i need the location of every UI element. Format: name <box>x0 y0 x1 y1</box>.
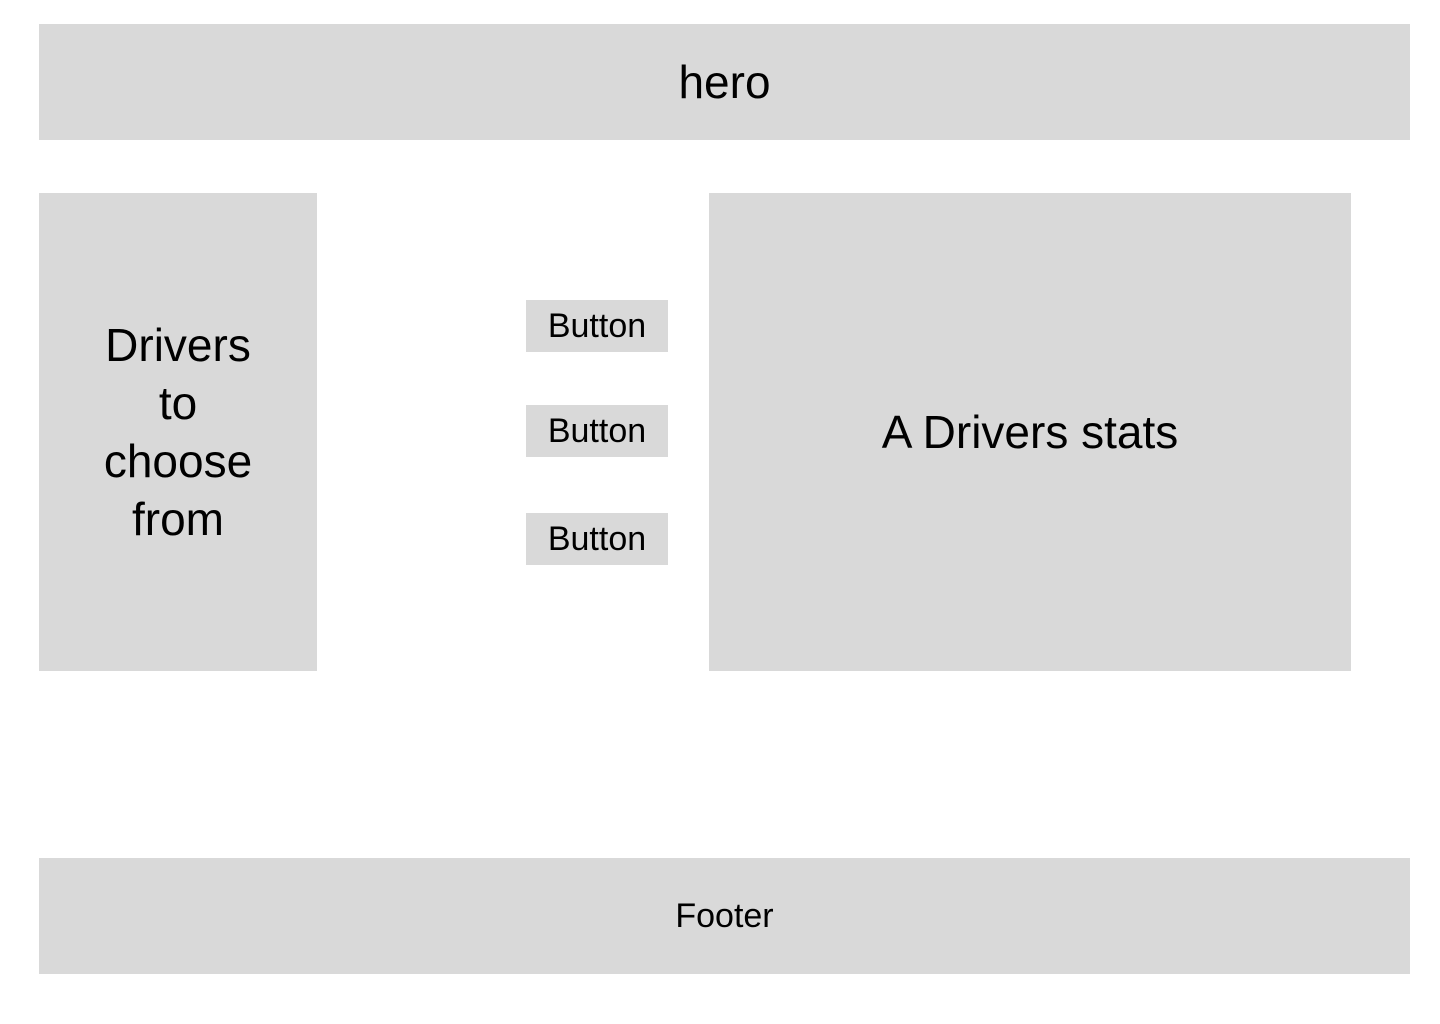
drivers-list-panel[interactable]: Drivers to choose from <box>39 193 317 671</box>
hero-banner: hero <box>39 24 1410 140</box>
action-button-2[interactable]: Button <box>526 405 668 457</box>
hero-label: hero <box>678 56 771 108</box>
drivers-list-label: Drivers to choose from <box>103 319 253 545</box>
footer-label: Footer <box>675 896 774 935</box>
action-button-1[interactable]: Button <box>526 300 668 352</box>
footer: Footer <box>39 858 1410 974</box>
driver-stats-panel: A Drivers stats <box>709 193 1351 671</box>
action-button-3[interactable]: Button <box>526 513 668 565</box>
driver-stats-label: A Drivers stats <box>881 406 1179 458</box>
